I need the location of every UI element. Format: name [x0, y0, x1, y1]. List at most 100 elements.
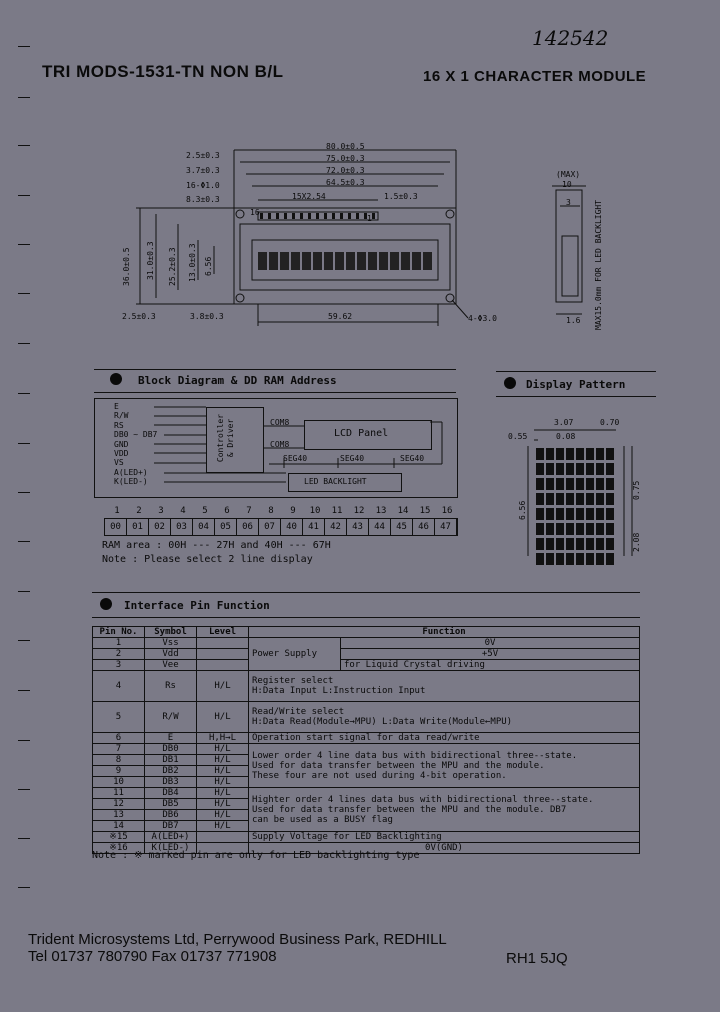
- function-cell: Supply Voltage for LED Backlighting: [248, 831, 640, 843]
- position-number: 5: [202, 506, 208, 516]
- ddram-address-row: 00 01 02 03 04 05 06 07 40 41 42 43 44 4…: [104, 518, 458, 536]
- seg-label: SEG40: [400, 454, 425, 463]
- ddram-address: 05: [215, 519, 237, 535]
- dim-label: 3: [566, 198, 571, 207]
- company-address: Trident Microsystems Ltd, Perrywood Busi…: [28, 931, 447, 948]
- pin-symbol: E: [144, 732, 197, 744]
- dot-matrix-pattern: [527, 429, 633, 565]
- line-display-note: Note : Please select 2 line display: [102, 554, 313, 565]
- ram-area-note: RAM area : 00H --- 27H and 40H --- 67H: [102, 540, 331, 551]
- dim-label: 64.5±0.3: [326, 178, 365, 187]
- dim-label: 13.0±0.3: [188, 243, 197, 282]
- pin-number: 11: [92, 787, 145, 799]
- pattern-dim: 0.75: [632, 480, 641, 500]
- signal-list: E R/W RS DB0 ~ DB7 GND VDD VS A(LED+) K(…: [114, 402, 157, 487]
- function-line: Used for data transfer between the MPU a…: [252, 804, 567, 815]
- margin-tick: [18, 145, 30, 146]
- dim-label: 59.62: [328, 312, 353, 321]
- dim-label: 31.0±0.3: [146, 241, 155, 280]
- pin-function-table: Pin No. Symbol Level Function 1 Vss Powe…: [92, 626, 640, 854]
- margin-tick: [18, 690, 30, 691]
- bullet-icon: [110, 373, 122, 385]
- margin-tick: [18, 887, 30, 888]
- position-number: 7: [246, 506, 252, 516]
- position-number: 16: [441, 506, 453, 516]
- pin-number: ※15: [92, 831, 145, 843]
- table-row: ※15 A(LED+) Supply Voltage for LED Backl…: [92, 831, 640, 843]
- lcd-panel-block: [304, 420, 432, 450]
- interface-header: [92, 592, 640, 618]
- pin-level: H/L: [196, 670, 249, 702]
- position-number: 2: [136, 506, 142, 516]
- pin-symbol: Vss: [144, 637, 197, 649]
- pattern-dim: 2.08: [632, 532, 641, 552]
- pin-level: H/L: [196, 809, 249, 821]
- pin-symbol: DB0: [144, 743, 197, 755]
- function-line: Lower order 4 line data bus with bidirec…: [252, 750, 578, 761]
- dim-label: 75.0±0.3: [326, 154, 365, 163]
- dim-label: 15X2.54: [292, 192, 326, 201]
- pin-number: 7: [92, 743, 145, 755]
- pin-level: H/L: [196, 765, 249, 777]
- pin-number: 13: [92, 809, 145, 821]
- dim-label: 6.56: [204, 256, 213, 276]
- position-number: 10: [309, 506, 321, 516]
- pin-level: H/L: [196, 701, 249, 733]
- position-number: 6: [224, 506, 230, 516]
- margin-tick: [18, 293, 30, 294]
- dim-label: 36.0±0.5: [122, 247, 131, 286]
- interface-title: Interface Pin Function: [124, 599, 270, 612]
- display-pattern-header: [496, 371, 656, 397]
- dim-label: 1.6: [566, 316, 581, 325]
- pin-level: [196, 648, 249, 660]
- position-number: 3: [158, 506, 164, 516]
- block-diagram-wiring: [154, 406, 443, 483]
- position-number: 15: [419, 506, 431, 516]
- display-position-row: 1 2 3 4 5 6 7 8 9 10 11 12 13 14 15 16: [106, 506, 458, 516]
- ddram-address: 44: [369, 519, 391, 535]
- function-line: Used for data transfer between the MPU a…: [252, 760, 545, 771]
- function-cell: Highter order 4 lines data bus with bidi…: [248, 787, 640, 832]
- margin-tick: [18, 46, 30, 47]
- com-label: COM8: [270, 418, 290, 427]
- pin-symbol: DB6: [144, 809, 197, 821]
- function-cell: Lower order 4 line data bus with bidirec…: [248, 743, 640, 788]
- pin-symbol: Vdd: [144, 648, 197, 660]
- dim-label: 4-Φ3.0: [468, 314, 497, 323]
- column-header: Function: [248, 626, 640, 638]
- table-row: 7 DB0 H/L Lower order 4 line data bus wi…: [92, 743, 640, 788]
- table-row: 1 Vss Power Supply 0V: [92, 637, 640, 671]
- document-subtitle: 16 X 1 CHARACTER MODULE: [423, 68, 647, 85]
- margin-tick: [18, 789, 30, 790]
- margin-tick: [18, 838, 30, 839]
- dim-label: 10: [562, 180, 572, 189]
- function-line: Highter order 4 lines data bus with bidi…: [252, 794, 594, 805]
- pattern-dim: 3.07: [554, 418, 574, 427]
- pin-level: H/L: [196, 743, 249, 755]
- handwritten-note: 142542: [532, 26, 609, 50]
- table-row: 3 Vee for Liquid Crystal driving: [92, 659, 640, 671]
- pattern-dim: 0.55: [508, 432, 528, 441]
- pin-number: 5: [92, 701, 145, 733]
- margin-tick: [18, 740, 30, 741]
- signal-label: VDD: [114, 449, 129, 459]
- pin-level: H/L: [196, 798, 249, 810]
- controller-driver-label: Controller & Driver: [216, 413, 235, 463]
- ddram-address: 42: [325, 519, 347, 535]
- margin-tick: [18, 97, 30, 98]
- pin-number: 14: [92, 820, 145, 832]
- function-cell: 0V: [340, 637, 640, 649]
- dim-label: 2.5±0.3: [122, 312, 156, 321]
- dim-label: 25.2±0.3: [168, 247, 177, 286]
- pin-level: H/L: [196, 754, 249, 766]
- ddram-address: 04: [193, 519, 215, 535]
- table-row: 14 DB7 H/L: [92, 820, 640, 832]
- signal-label: RS: [114, 420, 124, 430]
- pin-16-label: 16: [250, 208, 260, 217]
- dim-label: 3.8±0.3: [190, 312, 224, 321]
- com-label: COM8: [270, 440, 290, 449]
- ddram-address: 02: [149, 519, 171, 535]
- position-number: 13: [375, 506, 387, 516]
- ddram-address: 40: [281, 519, 303, 535]
